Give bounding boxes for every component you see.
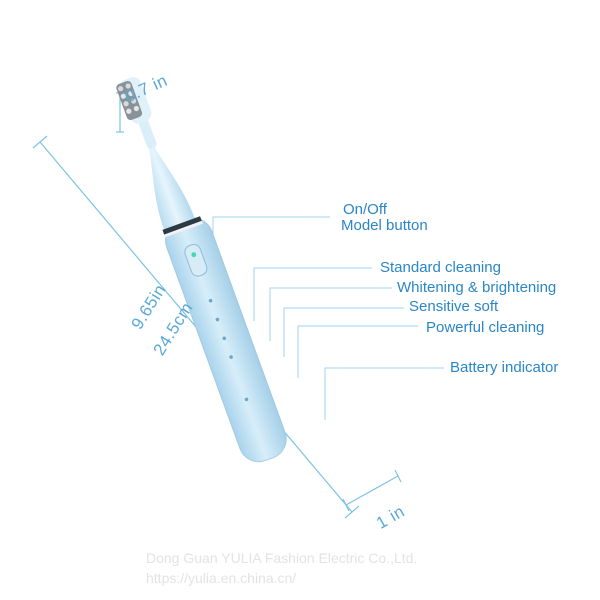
power-led [191, 252, 197, 258]
powerful-cleaning-label: Powerful cleaning [426, 319, 545, 336]
mode-indicators [208, 298, 249, 402]
battery-indicator-label: Battery indicator [450, 359, 559, 376]
watermark-url: https://yulia.en.china.cn/ [146, 570, 297, 586]
handle [165, 217, 287, 463]
sensitive-soft-label: Sensitive soft [409, 298, 499, 315]
on-off-label: On/Off [343, 201, 387, 218]
chrome-ring [162, 216, 202, 235]
callout-leaders [212, 216, 444, 420]
standard-cleaning-label: Standard cleaning [380, 259, 501, 276]
model-button-label: Model button [341, 217, 428, 234]
handle-width-dimension [342, 469, 402, 512]
whitening-label: Whitening & brightening [397, 279, 557, 296]
neck [148, 144, 197, 235]
power-button [184, 244, 208, 277]
watermark-company: Dong Guan YULIA Fashion Electric Co.,Ltd… [146, 550, 418, 566]
toothbrush [116, 77, 287, 463]
bristles [116, 81, 143, 120]
